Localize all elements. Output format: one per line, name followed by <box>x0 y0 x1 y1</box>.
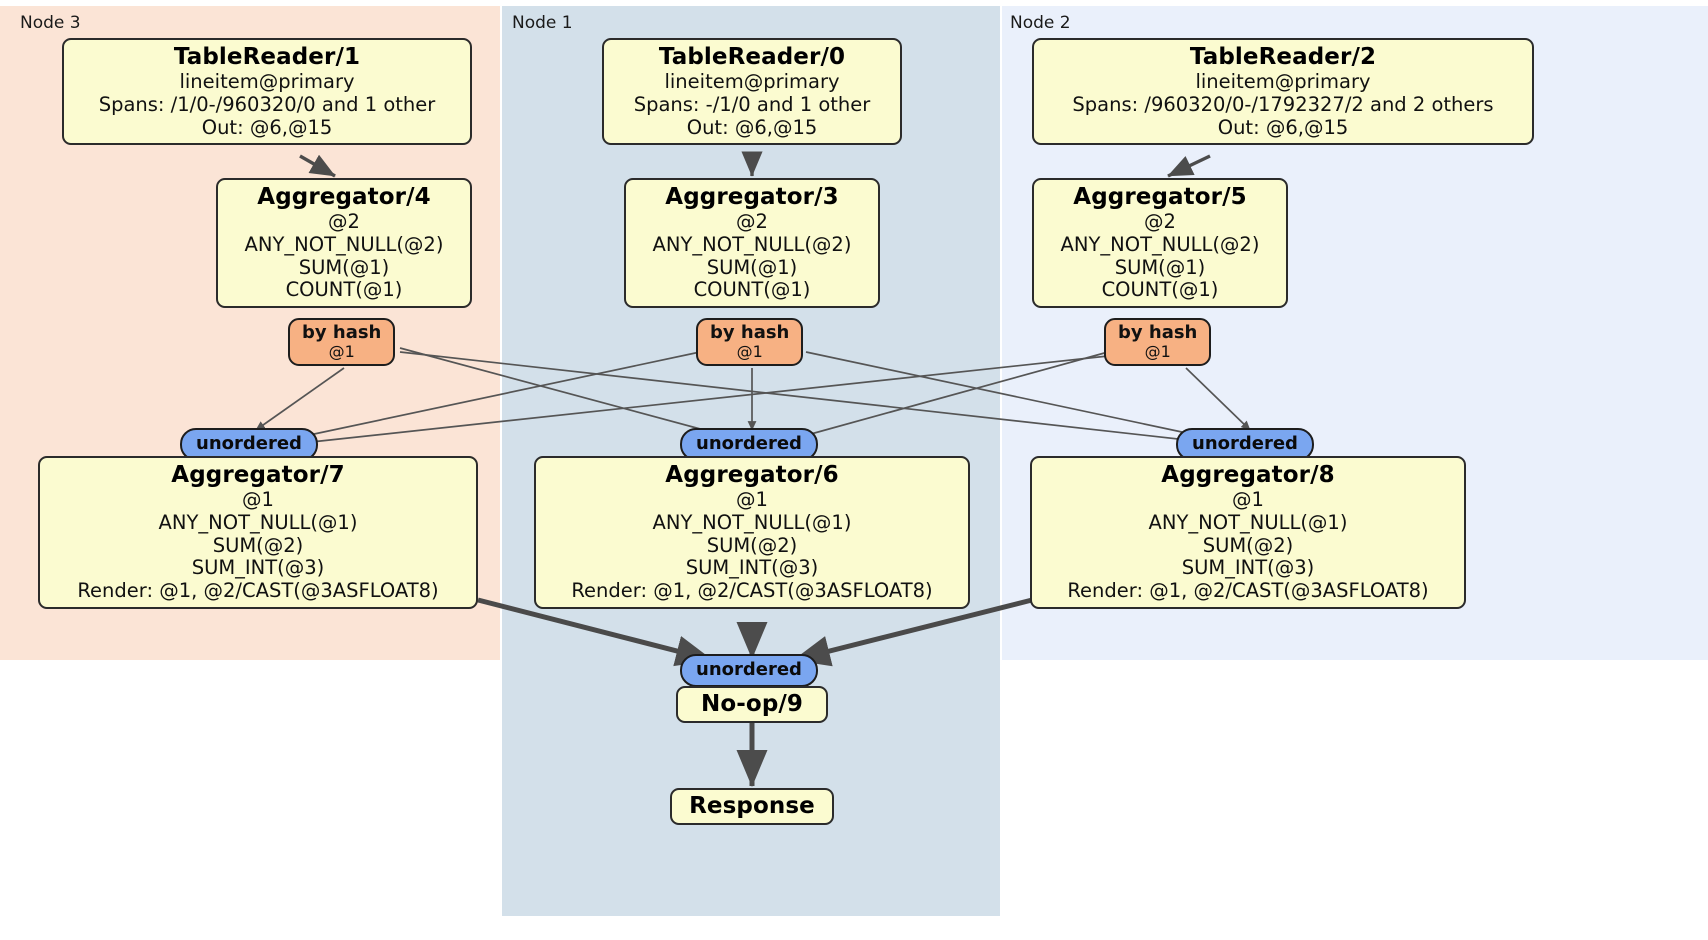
processor-line: ANY_NOT_NULL(@1) <box>158 510 358 534</box>
processor-line: SUM(@1) <box>706 255 798 279</box>
processor-table-reader-1[interactable]: TableReader/1 lineitem@primary Spans: /1… <box>62 38 472 146</box>
processor-aggregator-6[interactable]: Aggregator/6 @1 ANY_NOT_NULL(@1) SUM(@2)… <box>534 456 970 609</box>
processor-line: @2 <box>328 209 360 233</box>
processor-line: SUM(@2) <box>212 533 304 557</box>
processor-line: Render: @1, @2/CAST(@3ASFLOAT8) <box>77 579 439 603</box>
processor-table-reader-2[interactable]: TableReader/2 lineitem@primary Spans: /9… <box>1032 38 1534 146</box>
processor-aggregator-8[interactable]: Aggregator/8 @1 ANY_NOT_NULL(@1) SUM(@2)… <box>1030 456 1466 609</box>
router-label: unordered <box>1192 433 1298 454</box>
processor-line: Out: @6,@15 <box>201 115 333 139</box>
node-label-node3: Node 3 <box>20 13 81 33</box>
processor-line: ANY_NOT_NULL(@2) <box>244 232 444 256</box>
router-label: by hash <box>710 322 790 343</box>
processor-line: Spans: /1/0-/960320/0 and 1 other <box>98 92 436 116</box>
processor-response[interactable]: Response <box>670 788 834 825</box>
processor-line: COUNT(@1) <box>1101 278 1219 302</box>
processor-line: COUNT(@1) <box>285 278 403 302</box>
processor-line: SUM_INT(@3) <box>1181 556 1315 580</box>
processor-line: Out: @6,@15 <box>686 115 818 139</box>
processor-line: SUM(@1) <box>298 255 390 279</box>
processor-title: Aggregator/7 <box>171 462 345 488</box>
processor-no-op-9[interactable]: No-op/9 <box>676 686 828 723</box>
router-column: @1 <box>1144 341 1171 361</box>
router-by-hash-left[interactable]: by hash @1 <box>288 318 396 367</box>
processor-line: @1 <box>1232 487 1264 511</box>
node-label-node2: Node 2 <box>1010 13 1071 33</box>
processor-line: Render: @1, @2/CAST(@3ASFLOAT8) <box>1067 579 1429 603</box>
processor-title: TableReader/0 <box>658 44 846 70</box>
processor-line: @2 <box>736 209 768 233</box>
processor-title: Aggregator/3 <box>665 184 839 210</box>
router-by-hash-mid[interactable]: by hash @1 <box>696 318 804 367</box>
processor-title: TableReader/2 <box>1189 44 1377 70</box>
processor-line: ANY_NOT_NULL(@1) <box>1148 510 1348 534</box>
processor-line: SUM_INT(@3) <box>685 556 819 580</box>
processor-line: SUM(@1) <box>1114 255 1206 279</box>
router-label: unordered <box>696 433 802 454</box>
processor-line: COUNT(@1) <box>693 278 811 302</box>
processor-line: Render: @1, @2/CAST(@3ASFLOAT8) <box>571 579 933 603</box>
router-column: @1 <box>736 341 763 361</box>
processor-line: lineitem@primary <box>1195 69 1371 93</box>
router-label: by hash <box>302 322 382 343</box>
router-label: unordered <box>196 433 302 454</box>
processor-title: TableReader/1 <box>173 44 361 70</box>
processor-line: SUM(@2) <box>1202 533 1294 557</box>
processor-title: Aggregator/4 <box>257 184 431 210</box>
processor-line: @1 <box>242 487 274 511</box>
processor-title: Aggregator/6 <box>665 462 839 488</box>
router-unordered-mid[interactable]: unordered <box>680 428 818 461</box>
processor-aggregator-5[interactable]: Aggregator/5 @2 ANY_NOT_NULL(@2) SUM(@1)… <box>1032 178 1288 309</box>
processor-line: @2 <box>1144 209 1176 233</box>
processor-line: lineitem@primary <box>664 69 840 93</box>
processor-line: SUM(@2) <box>706 533 798 557</box>
processor-line: ANY_NOT_NULL(@2) <box>652 232 852 256</box>
processor-line: ANY_NOT_NULL(@2) <box>1060 232 1260 256</box>
router-unordered-final[interactable]: unordered <box>680 654 818 687</box>
processor-line: Out: @6,@15 <box>1217 115 1349 139</box>
processor-title: Response <box>689 793 815 819</box>
router-label: unordered <box>696 659 802 680</box>
processor-line: Spans: /960320/0-/1792327/2 and 2 others <box>1072 92 1494 116</box>
processor-title: No-op/9 <box>701 691 803 717</box>
processor-line: Spans: -/1/0 and 1 other <box>633 92 871 116</box>
processor-line: lineitem@primary <box>179 69 355 93</box>
processor-line: SUM_INT(@3) <box>191 556 325 580</box>
processor-aggregator-3[interactable]: Aggregator/3 @2 ANY_NOT_NULL(@2) SUM(@1)… <box>624 178 880 309</box>
router-by-hash-right[interactable]: by hash @1 <box>1104 318 1212 367</box>
processor-title: Aggregator/8 <box>1161 462 1335 488</box>
node-label-node1: Node 1 <box>512 13 573 33</box>
processor-line: @1 <box>736 487 768 511</box>
processor-aggregator-4[interactable]: Aggregator/4 @2 ANY_NOT_NULL(@2) SUM(@1)… <box>216 178 472 309</box>
router-column: @1 <box>328 341 355 361</box>
processor-line: ANY_NOT_NULL(@1) <box>652 510 852 534</box>
router-label: by hash <box>1118 322 1198 343</box>
router-unordered-left[interactable]: unordered <box>180 428 318 461</box>
processor-title: Aggregator/5 <box>1073 184 1247 210</box>
processor-aggregator-7[interactable]: Aggregator/7 @1 ANY_NOT_NULL(@1) SUM(@2)… <box>38 456 478 609</box>
processor-table-reader-0[interactable]: TableReader/0 lineitem@primary Spans: -/… <box>602 38 902 146</box>
